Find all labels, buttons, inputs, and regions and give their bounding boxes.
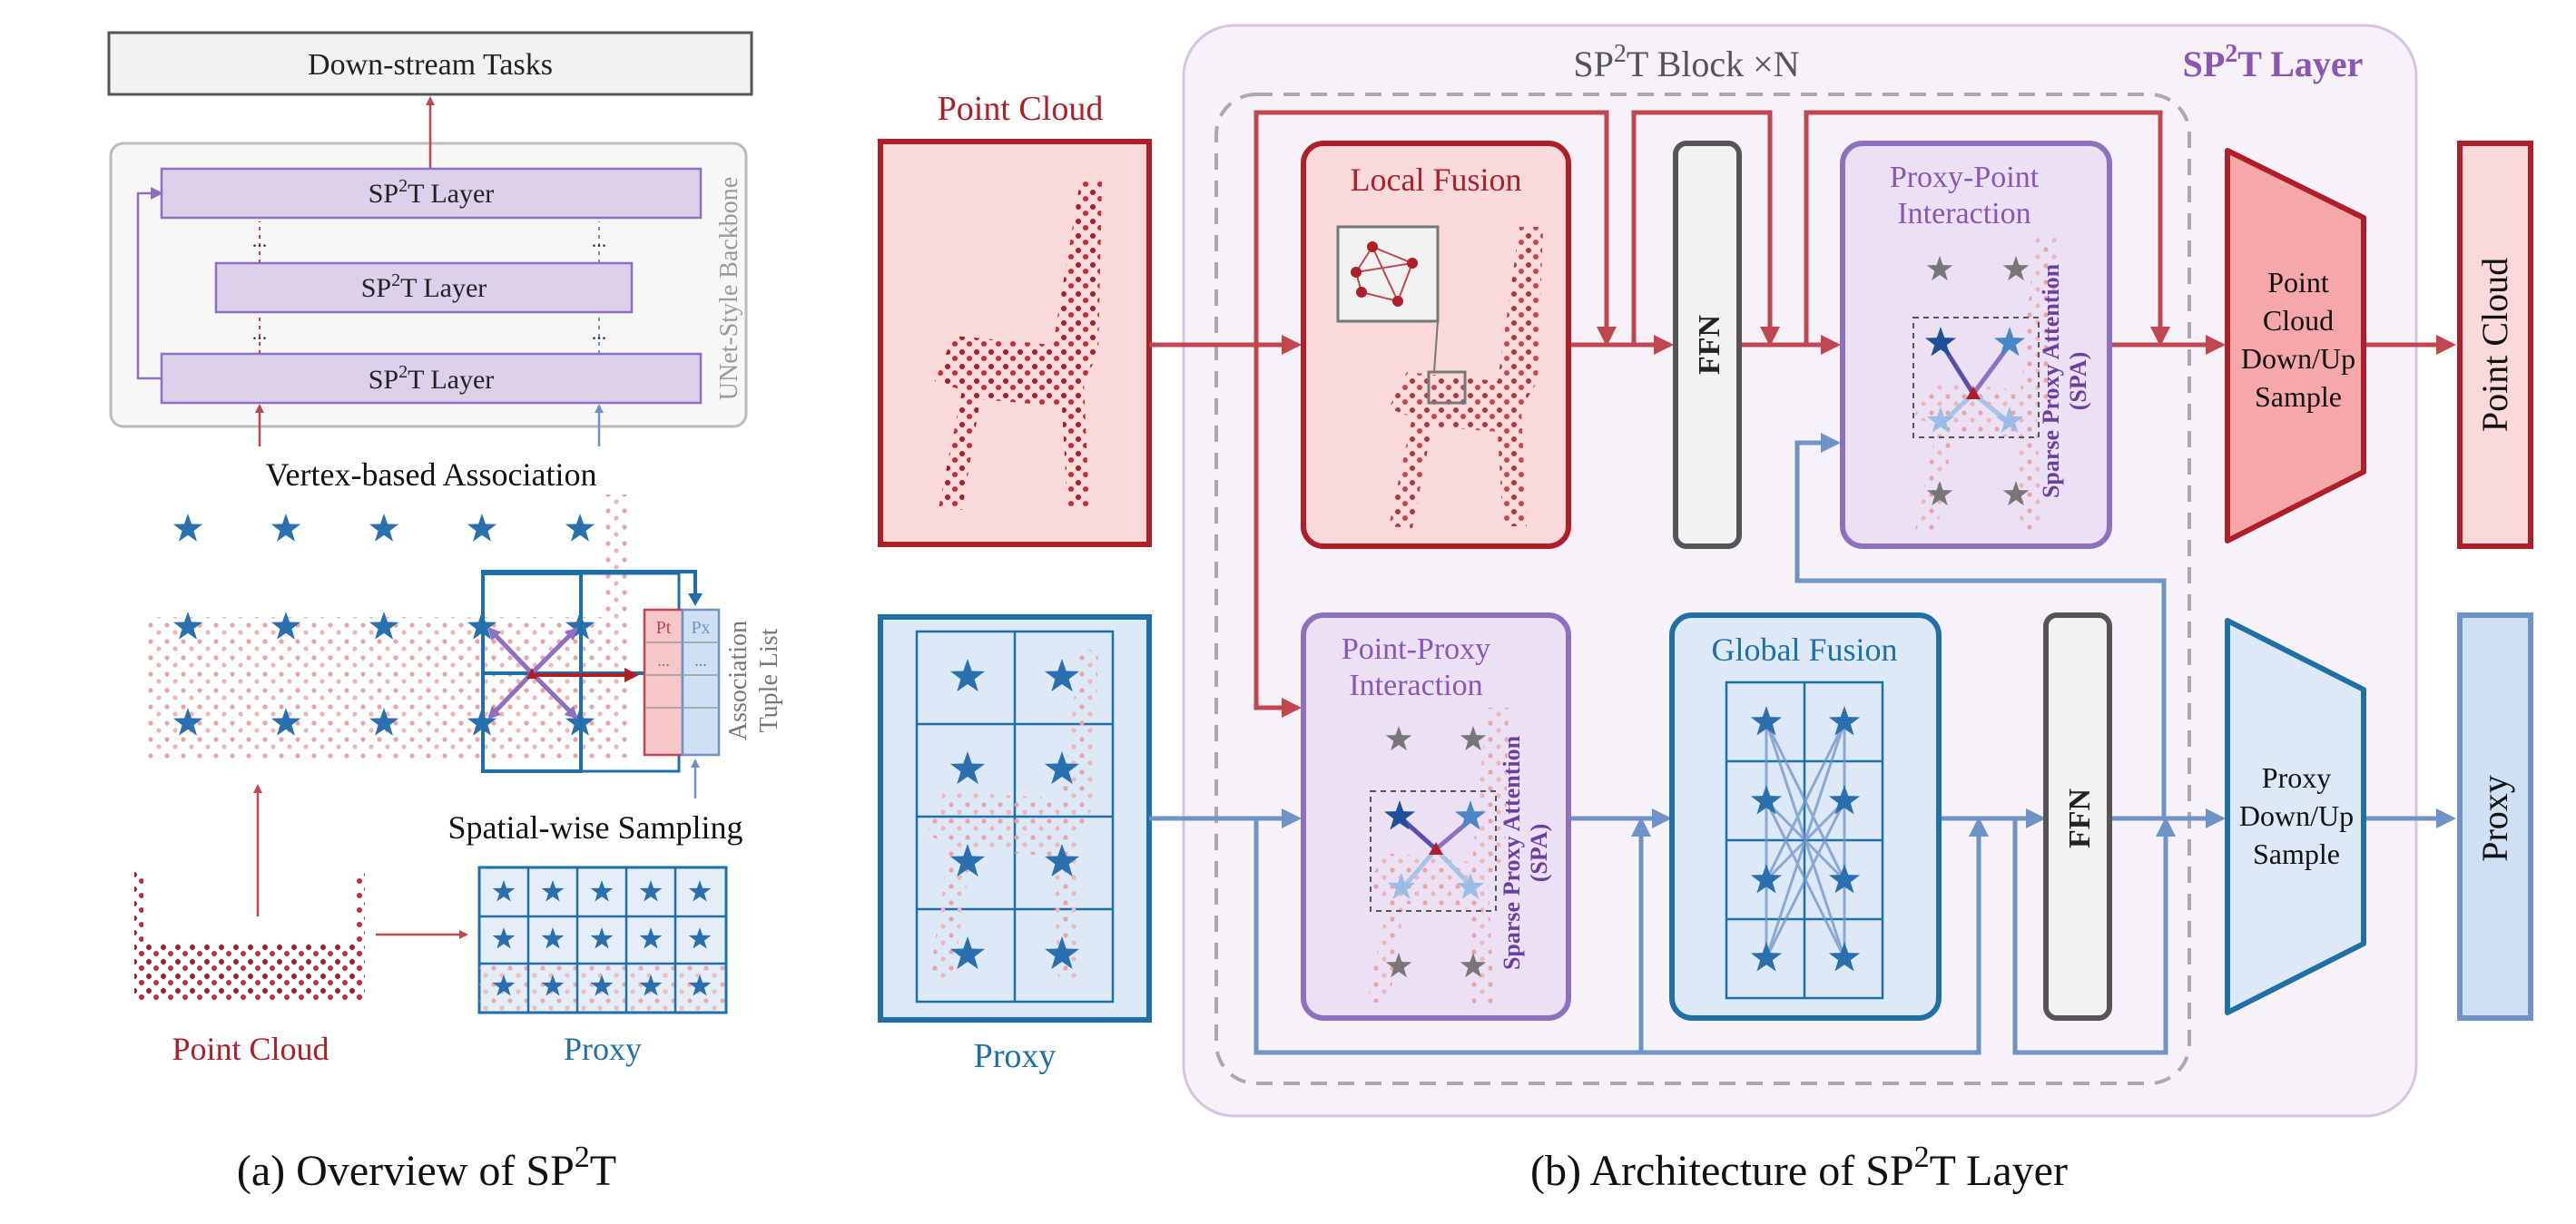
point-cloud-out-label: Point Cloud bbox=[2474, 258, 2515, 432]
vertex-association-label: Vertex-based Association bbox=[266, 456, 597, 493]
pc-sample-line-4: Sample bbox=[2255, 380, 2342, 413]
spa-label-top-1: Sparse Proxy Attention bbox=[2038, 263, 2064, 498]
proxy-out-label: Proxy bbox=[2474, 775, 2515, 862]
point-cloud-mini bbox=[134, 942, 363, 1000]
pt-label: Pt bbox=[656, 618, 672, 638]
point-cloud-in-label: Point Cloud bbox=[938, 90, 1104, 128]
point-cloud-sampler bbox=[2225, 148, 2366, 543]
svg-text:...: ... bbox=[694, 651, 707, 670]
sp2t-block-title: SP2T Block ×N bbox=[1573, 40, 1799, 84]
local-graph-inset bbox=[1336, 225, 1467, 405]
local-fusion-label: Local Fusion bbox=[1351, 162, 1522, 198]
proxy-sample-line-3: Sample bbox=[2253, 837, 2340, 870]
sp2t-layer-title: SP2T Layer bbox=[2183, 40, 2364, 84]
ffn-top-box bbox=[1673, 141, 1742, 549]
ffn-bottom-box bbox=[2043, 612, 2112, 1021]
caption-a: (a) Overview of SP2T bbox=[237, 1141, 616, 1195]
downstream-tasks-box bbox=[107, 31, 753, 96]
point-strip bbox=[145, 617, 617, 760]
svg-text:...: ... bbox=[592, 229, 607, 251]
proxy-out-box bbox=[2457, 612, 2533, 1021]
svg-text:...: ... bbox=[592, 321, 607, 344]
association-tuple-list: Pt Px ... ... bbox=[643, 608, 721, 757]
point-column bbox=[603, 494, 628, 758]
sp2t-layer-top-label: SP2T Layer bbox=[369, 176, 495, 209]
global-fusion-label: Global Fusion bbox=[1711, 632, 1897, 668]
proxy-label-a: Proxy bbox=[564, 1031, 642, 1067]
proxy-sample-line-2: Down/Up bbox=[2239, 799, 2354, 832]
ffn-top-label: FFN bbox=[1693, 315, 1726, 376]
svg-text:...: ... bbox=[657, 651, 670, 670]
proxy-grid-mini bbox=[477, 866, 728, 1014]
proxy-in-label: Proxy bbox=[974, 1037, 1057, 1075]
proxy-sampler bbox=[2225, 618, 2366, 1015]
spa-label-bottom-2: (SPA) bbox=[1526, 824, 1552, 883]
sp2t-layer-mid bbox=[214, 261, 634, 314]
sp2t-layer-mid-label: SP2T Layer bbox=[361, 270, 487, 303]
svg-text:...: ... bbox=[252, 229, 268, 251]
spa-label-top-2: (SPA) bbox=[2065, 352, 2091, 411]
svg-text:...: ... bbox=[252, 321, 268, 344]
spatial-sampling-label: Spatial-wise Sampling bbox=[448, 809, 743, 846]
global-fusion-edges bbox=[1765, 721, 1846, 959]
panel-a: Down-stream Tasks UNet-Style Backbone SP… bbox=[107, 31, 783, 1195]
tuple-list-label-2: Tuple List bbox=[755, 628, 783, 732]
proxy-sample-line-1: Proxy bbox=[2262, 761, 2331, 794]
backbone-label: UNet-Style Backbone bbox=[715, 177, 743, 401]
point-proxy-label-1: Point-Proxy bbox=[1342, 632, 1490, 666]
pc-sample-line-1: Point bbox=[2267, 266, 2329, 299]
sp2t-layer-bottom-label: SP2T Layer bbox=[369, 362, 495, 395]
panel-b: SP2T Layer SP2T Block ×N Point Cloud Pro… bbox=[878, 24, 2533, 1195]
pc-sample-line-3: Down/Up bbox=[2241, 342, 2355, 375]
ffn-bottom-label: FFN bbox=[2063, 788, 2097, 849]
chair-red bbox=[935, 181, 1102, 510]
point-cloud-out-box bbox=[2457, 141, 2533, 549]
downstream-tasks-label: Down-stream Tasks bbox=[308, 48, 553, 82]
sp2t-block-frame bbox=[1214, 93, 2191, 1085]
px-label: Px bbox=[691, 618, 710, 638]
spa-label-bottom-1: Sparse Proxy Attention bbox=[1499, 735, 1525, 970]
proxy-point-label-2: Interaction bbox=[1897, 197, 2030, 230]
tuple-list-label-1: Association bbox=[724, 621, 752, 740]
caption-b: (b) Architecture of SP2T Layer bbox=[1530, 1141, 2068, 1195]
point-proxy-label-2: Interaction bbox=[1349, 669, 1482, 702]
proxy-point-label-1: Proxy-Point bbox=[1890, 161, 2040, 194]
sp2t-layer-top bbox=[160, 167, 703, 220]
point-cloud-label-a: Point Cloud bbox=[172, 1031, 329, 1067]
pc-sample-line-2: Cloud bbox=[2263, 304, 2334, 337]
